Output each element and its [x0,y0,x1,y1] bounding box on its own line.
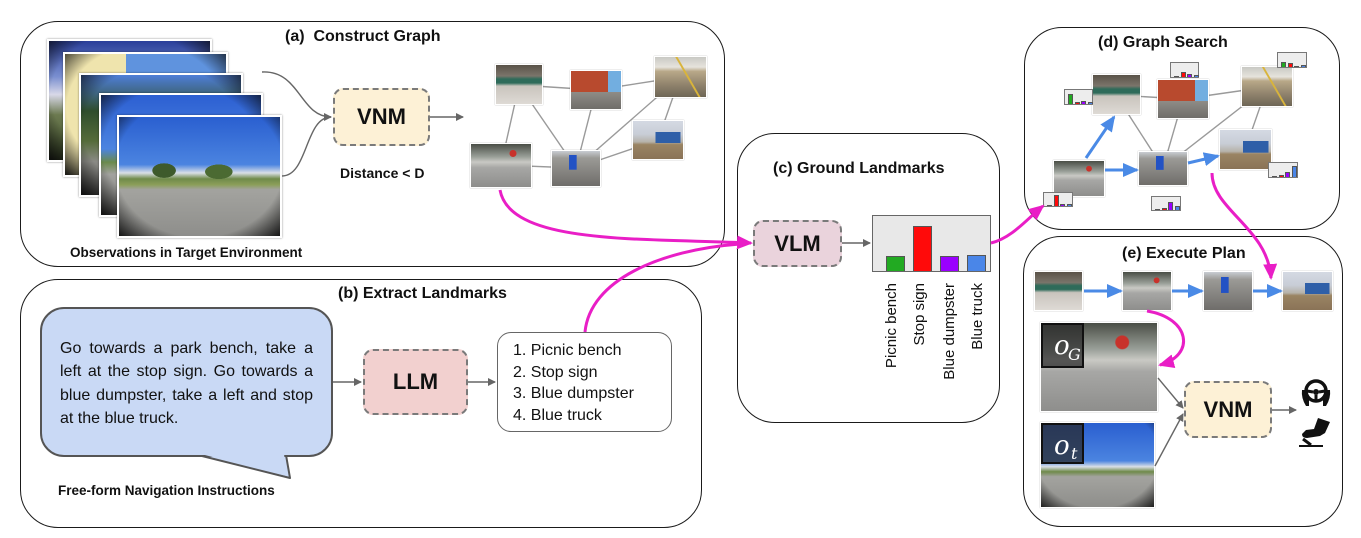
mini-bar-picnic-bench [1047,205,1052,206]
mini-bar-stop-sign [1161,208,1167,210]
landmark-item: 2. Stop sign [513,363,598,381]
panel-construct-graph [20,21,725,267]
mini-bar-blue-truck [1066,204,1072,206]
mini-score-chart-blue-truck [1268,162,1298,178]
mini-score-chart-picnic-bench [1064,89,1093,105]
panel-title: (c) Ground Landmarks [773,160,945,177]
mini-bar-blue-dumpster [1060,204,1065,206]
plan-arrow [1187,152,1220,166]
instruction-speech-bubble: Go towards a park bench, take a left at … [40,307,333,457]
mini-bar-stop-sign [1180,72,1186,77]
mini-bar-blue-dumpster [1168,202,1173,210]
distance-threshold-label: Distance < D [340,165,425,181]
mini-score-chart-parking-lot [1277,52,1307,68]
mini-score-chart-red-wall [1170,62,1199,78]
photo-picnic-bench [495,64,543,105]
mini-score-chart-stop-sign [1043,192,1073,207]
panel-graph-search [1024,27,1340,230]
pedal-icon [1299,418,1330,447]
mini-bar-blue-dumpster [1187,74,1192,77]
panel-title: (a) Construct Graph [285,28,441,45]
vlm-model-box: VLM [753,220,842,267]
current-observation-image: o t [1040,422,1155,508]
mini-bar-blue-truck [1193,75,1199,77]
steering-wheel-icon [1301,379,1331,406]
landmark-item: 4. Blue truck [513,406,602,424]
grounding-arrow [1146,309,1186,368]
photo-red-wall [1157,79,1209,119]
observations-caption: Observations in Target Environment [70,245,303,260]
photo-blue-dumpster [1138,151,1188,186]
plan-step-blue-dumpster [1203,271,1253,311]
current-observation-label: o t [1041,423,1084,464]
mini-bar-blue-truck [1291,166,1297,177]
mini-bar-stop-sign [1074,102,1080,104]
panel-title: (e) Execute Plan [1122,245,1246,262]
mini-bar-blue-truck [1087,102,1093,104]
landmark-item: 1. Picnic bench [513,342,622,359]
photo-stop-sign [470,143,532,188]
mini-bar-blue-dumpster [1294,66,1299,67]
goal-observation-image: o G [1040,322,1158,412]
mini-bar-picnic-bench [1281,62,1286,67]
plan-step-blue-truck [1282,271,1333,311]
goal-observation-label: o G [1041,323,1084,368]
photo-red-wall [570,70,622,110]
panel-extract-landmarks [20,279,702,528]
photo-blue-truck [632,120,684,160]
flow-arrow [261,71,332,121]
bar-picnic-bench [886,256,905,271]
flow-arrow [281,116,332,177]
landmark-item: 3. Blue dumpster [513,385,634,402]
observation-frame [117,115,282,238]
flow-arrow [1154,413,1184,467]
grounding-arrow [990,204,1045,245]
photo-parking-lot [1241,66,1293,107]
photo-blue-truck [1219,129,1272,170]
llm-model-box: LLM [363,349,468,415]
mini-bar-picnic-bench [1174,76,1179,77]
photo-blue-dumpster [551,150,601,187]
grounding-arrow [583,242,741,333]
mini-bar-stop-sign [1287,63,1293,67]
bar-stop-sign [913,226,932,271]
plan-arrow [1084,115,1116,159]
mini-bar-blue-dumpster [1285,172,1290,177]
grounding-arrow [498,189,753,250]
mini-bar-stop-sign [1053,195,1059,206]
mini-bar-blue-truck [1300,65,1306,67]
flow-arrow [1157,377,1184,409]
mini-bar-blue-dumpster [1081,101,1086,104]
mini-score-chart-blue-dumpster [1151,196,1181,211]
grounding-arrow [1210,172,1278,280]
panel-execute-plan [1023,236,1343,527]
photo-parking-lot [654,56,707,98]
bar-blue-truck [967,255,986,271]
plan-step-stop-sign [1122,271,1172,311]
plan-step-picnic-bench [1034,271,1083,311]
mini-bar-picnic-bench [1272,176,1277,177]
vnm-model-box: VNM [333,88,430,146]
landmark-list: 1. Picnic bench 2. Stop sign 3. Blue dum… [497,332,672,432]
mini-bar-stop-sign [1278,175,1284,177]
vnm-policy-box: VNM [1184,381,1272,438]
panel-ground-landmarks [737,133,1000,423]
landmark-score-chart [872,215,991,272]
bar-blue-dumpster [940,256,959,271]
photo-stop-sign [1053,160,1105,197]
panel-title: (b) Extract Landmarks [338,285,507,302]
mini-bar-blue-truck [1174,206,1180,210]
mini-bar-picnic-bench [1068,94,1073,104]
mini-bar-picnic-bench [1155,209,1160,210]
panel-title: (d) Graph Search [1098,34,1228,51]
instructions-caption: Free-form Navigation Instructions [58,483,275,498]
